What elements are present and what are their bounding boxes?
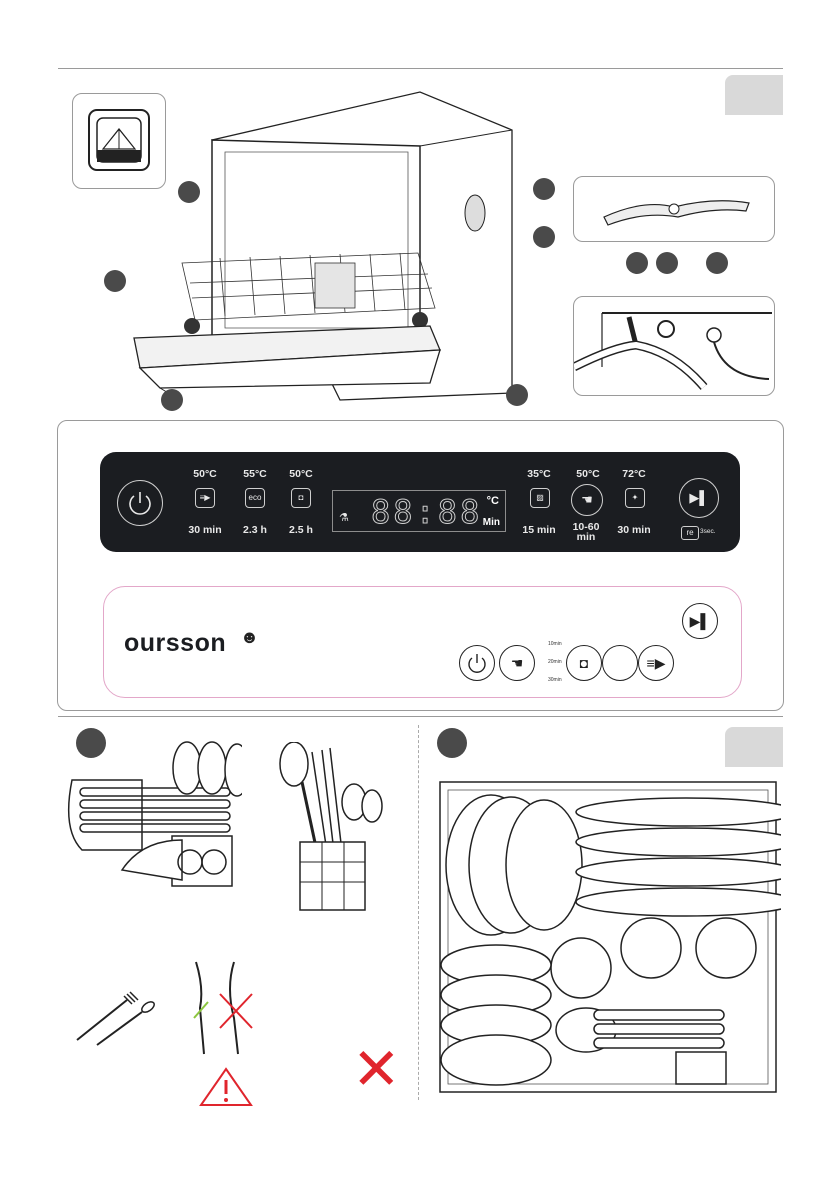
power-button[interactable] (117, 480, 163, 526)
program-time: 30 min (185, 524, 225, 536)
program-temp: 35°C (524, 468, 554, 480)
callout-dot (656, 252, 678, 274)
program-temp: 50°C (286, 468, 316, 480)
program-temp: 50°C (573, 468, 603, 480)
rapid-wash-icon[interactable]: ≡▶ (195, 488, 215, 508)
rapid-button[interactable]: ≡▶ (638, 645, 674, 681)
section-rule (58, 716, 783, 717)
start-pause-button[interactable]: ▶▌ (679, 478, 719, 518)
program-time: 15 min (519, 524, 559, 536)
callout-dot (706, 252, 728, 274)
sparkle-icon[interactable]: ✦ (625, 488, 645, 508)
callout-dot (178, 181, 200, 203)
lcd-display: ⚗ 88:88 °C Min (332, 490, 506, 532)
program-time: 2.3 h (235, 524, 275, 536)
program-time: 10-60 min (566, 522, 606, 542)
pot-button[interactable]: ◘ (566, 645, 602, 681)
hand-icon: ☚ (511, 655, 524, 671)
callout-dot (626, 252, 648, 274)
knives-icon (186, 958, 256, 1058)
reset-hint: 3sec. (700, 528, 716, 535)
dial-label: 10min (548, 641, 562, 647)
callout-dot (506, 384, 528, 406)
hand-wash-button[interactable]: ☚ (499, 645, 535, 681)
warning-icon (198, 1066, 254, 1108)
callout-dot (533, 226, 555, 248)
dial-label: 30min (548, 677, 562, 683)
eco-icon[interactable]: eco (245, 488, 265, 508)
program-temp: 50°C (190, 468, 220, 480)
power-button[interactable] (459, 645, 495, 681)
reset-icon[interactable]: re (681, 526, 699, 540)
display-digits: 88:88 (371, 493, 482, 531)
pot-icon: ◘ (580, 655, 588, 671)
cutlery-basket-illustration (272, 742, 392, 917)
loaded-rack-illustration (436, 780, 781, 1110)
rapid-wash-icon: ≡▶ (647, 655, 666, 671)
page-tab-bottom (725, 727, 783, 767)
brand-logo: oursson (124, 629, 226, 658)
callout-dot (437, 728, 467, 758)
control-panel: 50°C ≡▶ 30 min 55°C eco 2.3 h 50°C ◘ 2.5… (100, 452, 740, 552)
play-pause-icon: ▶▌ (690, 613, 711, 629)
inset-spray-arm (573, 176, 775, 242)
power-icon (118, 481, 162, 525)
basket-loading-illustration (62, 740, 242, 910)
program-temp: 55°C (240, 468, 270, 480)
program-time: 30 min (614, 524, 654, 536)
inset-connections (573, 296, 775, 396)
not-allowed-icon: ✕ (352, 1040, 401, 1098)
spray-arm-icon (574, 177, 774, 241)
glass-icon[interactable]: ▨ (530, 488, 550, 508)
callout-dot (104, 270, 126, 292)
display-unit-temp: °C (487, 495, 499, 507)
start-pause-button[interactable]: ▶▌ (682, 603, 718, 639)
dial-label: 20min (548, 659, 562, 665)
brand-panel: oursson ☻ ☚ 10min 20min 30min ◘ ≡▶ ▶▌ (103, 586, 742, 698)
fork-spoon-icon (72, 990, 162, 1050)
chef-hat-icon: ☻ (240, 627, 259, 648)
callout-dot (533, 178, 555, 200)
hand-icon[interactable]: ☚ (571, 484, 603, 516)
page-tab-top (725, 75, 783, 115)
dashed-divider (418, 725, 419, 1100)
program-time: 2.5 h (281, 524, 321, 536)
pot-icon[interactable]: ◘ (291, 488, 311, 508)
eco-button[interactable] (602, 645, 638, 681)
power-icon (460, 646, 494, 680)
callout-dot (161, 389, 183, 411)
display-unit-time: Min (483, 517, 500, 528)
hose-connections-icon (574, 297, 774, 395)
water-tap-icon: ⚗ (339, 511, 349, 524)
top-rule (58, 68, 783, 69)
program-temp: 72°C (619, 468, 649, 480)
dishwasher-illustration (100, 88, 540, 408)
